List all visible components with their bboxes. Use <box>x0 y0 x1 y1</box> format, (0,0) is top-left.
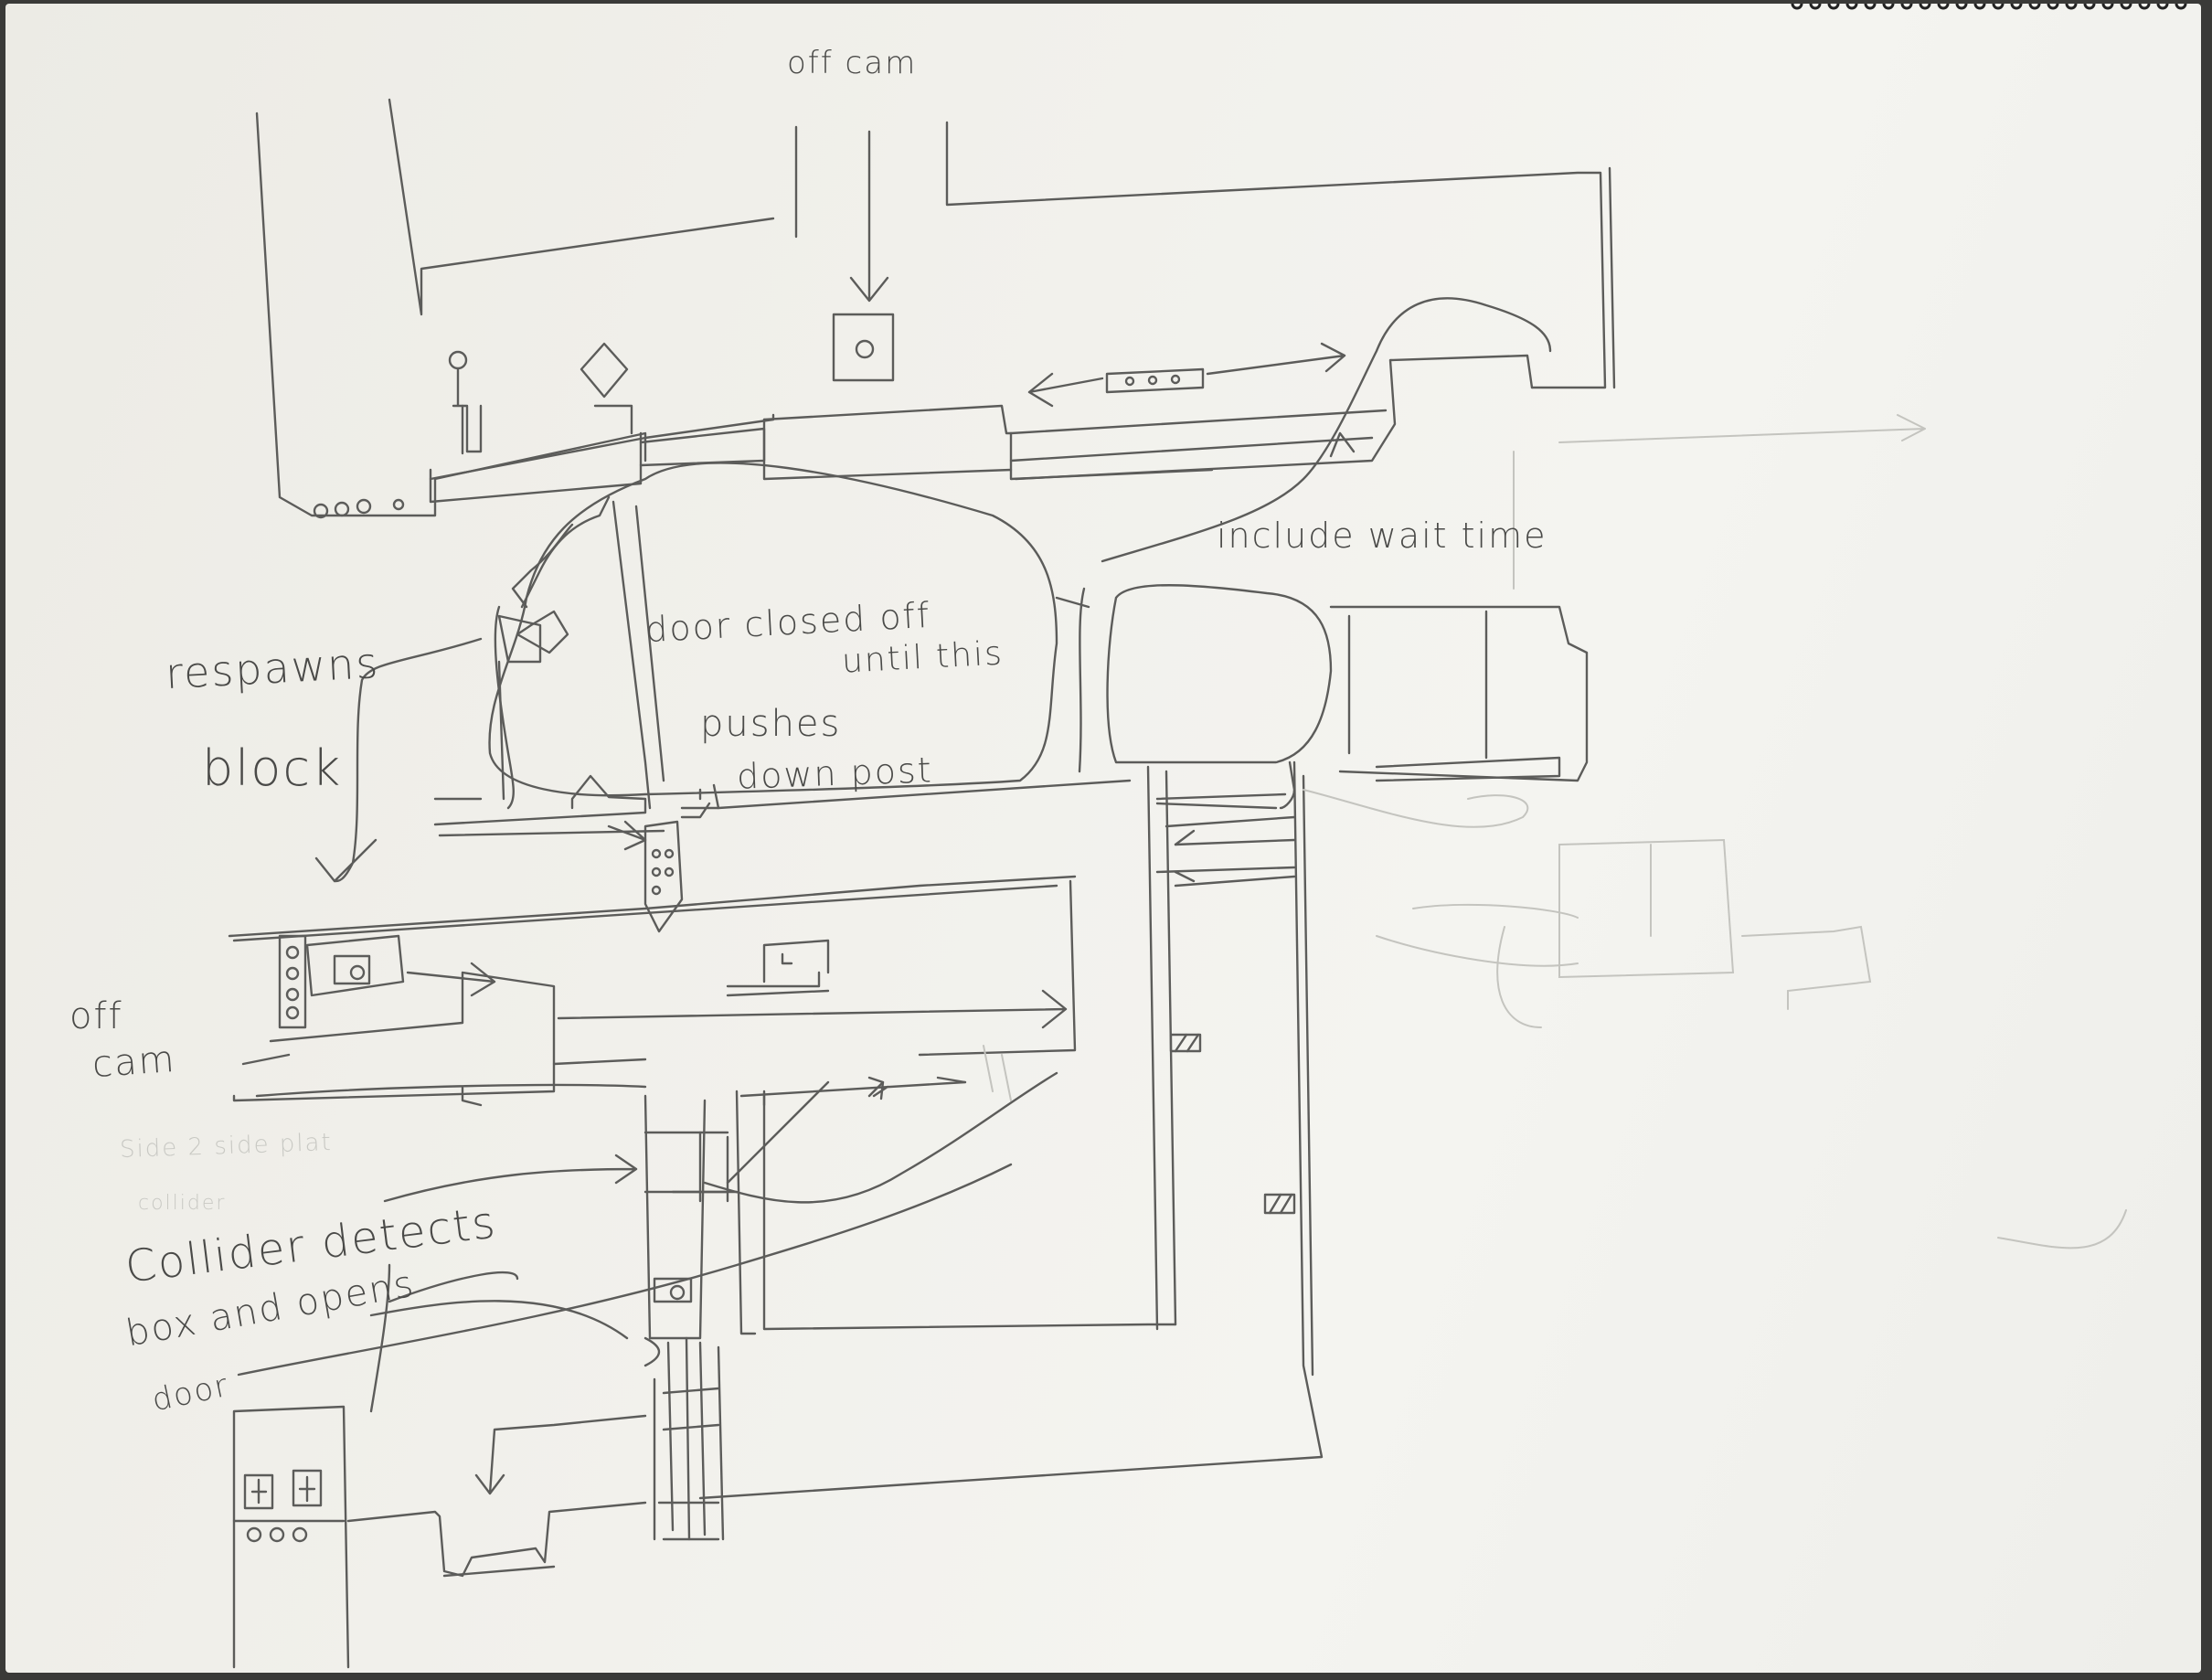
respawn-chute <box>495 497 664 808</box>
annotation-lines <box>239 1164 1011 1375</box>
right-blob-rooms <box>1057 585 1587 781</box>
label-off-cam-top: off cam <box>787 45 917 81</box>
collider-arrow <box>385 1155 636 1201</box>
spawner-box-top <box>834 132 893 380</box>
vertical-shaft <box>700 762 1322 1498</box>
door-collider <box>645 1073 1175 1338</box>
label-side-note-faint-2: collider <box>138 1192 226 1215</box>
label-off-left: off <box>69 995 123 1037</box>
player-figure <box>450 352 481 453</box>
diamond-block <box>581 344 632 433</box>
label-include-wait-time: include wait time <box>1217 516 1547 556</box>
top-platform <box>431 356 1532 502</box>
label-cam-left: cam <box>91 1038 177 1086</box>
label-down-post: down post <box>736 750 933 796</box>
door-column <box>654 1338 723 1539</box>
label-pushes: pushes <box>700 703 841 745</box>
level-sketch <box>5 4 2201 1673</box>
moving-platform <box>1029 344 1345 406</box>
label-block: block <box>202 739 342 797</box>
corridor-main <box>229 877 1075 1105</box>
sketch-paper: off cam include wait time door closed of… <box>5 4 2201 1673</box>
